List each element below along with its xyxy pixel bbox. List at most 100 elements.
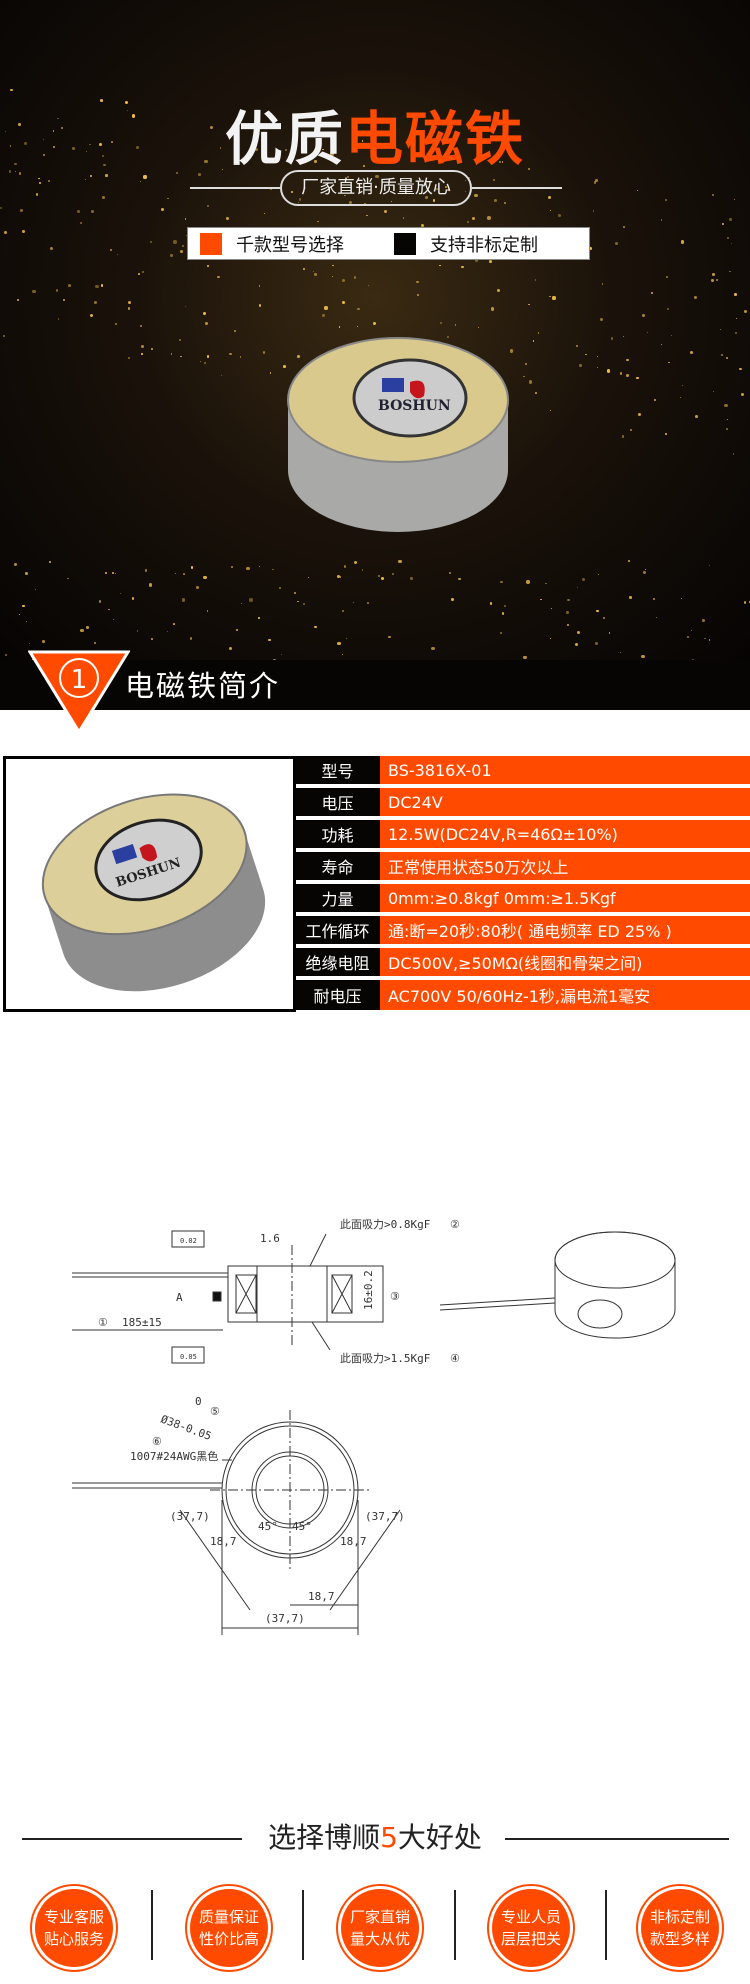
sparkle (366, 601, 370, 605)
sparkle (415, 152, 418, 155)
sparkle (90, 209, 94, 214)
sparkle (367, 284, 370, 286)
sparkle (489, 602, 493, 605)
sparkle (355, 561, 358, 564)
sparkle (52, 130, 55, 132)
advantage-badge: 质量保证性价比高 (185, 1884, 273, 1972)
section-title: 电磁铁简介 (125, 669, 281, 703)
sparkle (25, 621, 27, 623)
sparkle (575, 344, 579, 347)
sparkle (32, 289, 36, 294)
sparkle (303, 186, 306, 189)
advantage-badge: 非标定制款型多样 (636, 1884, 724, 1972)
sparkle (466, 220, 469, 223)
sparkle (477, 326, 480, 329)
sparkle (150, 347, 154, 351)
datum-label: A (176, 1291, 183, 1304)
sparkle (357, 307, 360, 311)
sparkle (141, 345, 144, 348)
sparkle (196, 585, 200, 590)
sparkle (342, 278, 346, 282)
sparkle (88, 143, 91, 146)
spec-label: 绝缘电阻 (295, 948, 380, 976)
sparkle (691, 658, 695, 660)
badge-line: 质量保证 (198, 1908, 259, 1926)
sparkle (137, 273, 140, 275)
sparkle (726, 356, 729, 359)
sparkle (589, 246, 593, 250)
sparkle (439, 322, 443, 325)
sparkle (128, 300, 132, 304)
diameter-upper: 0 (195, 1395, 202, 1408)
angle-label: 45° (292, 1520, 312, 1533)
sparkle (127, 307, 130, 310)
sparkle (343, 565, 347, 568)
advantage-badge: 厂家直销量大从优 (336, 1884, 424, 1972)
sparkle (314, 273, 318, 277)
title-prefix: 选择博顺 (268, 1821, 381, 1854)
sparkle (3, 230, 7, 234)
sparkle (623, 335, 625, 337)
feature-label: 支持非标定制 (430, 234, 538, 256)
sparkle (708, 565, 710, 567)
sparkle (660, 219, 662, 221)
sparkle (461, 266, 464, 269)
sparkle (14, 162, 17, 166)
sparkle (139, 181, 141, 183)
sparkle (690, 351, 694, 355)
sparkle (280, 653, 283, 656)
sparkle (567, 598, 571, 602)
sparkle (599, 317, 603, 322)
sparkle (704, 637, 706, 640)
sparkle (577, 586, 579, 588)
sparkle (22, 230, 25, 233)
sparkle (501, 161, 504, 163)
sparkle (504, 605, 506, 607)
sparkle (621, 435, 625, 439)
hero-title: 优质电磁铁 (0, 92, 750, 176)
spec-value: 通:断=20秒:80秒( 通电频率 ED 25% ) (380, 916, 750, 944)
sparkle (317, 221, 319, 223)
sparkle (665, 432, 668, 435)
sparkle (537, 332, 540, 334)
sparkle (269, 372, 272, 374)
sparkle (86, 626, 89, 629)
badge-line: 厂家直销 (349, 1908, 410, 1926)
sparkle (348, 201, 352, 205)
sparkle (257, 616, 260, 619)
sparkle (231, 565, 233, 568)
sparkle (57, 117, 59, 120)
sparkle (198, 173, 201, 177)
sparkle (254, 148, 258, 151)
sparkle (424, 195, 428, 199)
badge-line: 量大从优 (349, 1930, 410, 1948)
badge-line: 款型多样 (649, 1930, 710, 1948)
sparkle (628, 560, 630, 562)
sparkle (342, 301, 345, 304)
sparkle (729, 270, 731, 273)
sparkle (139, 324, 143, 328)
sparkle (5, 654, 8, 657)
sparkle (207, 204, 209, 207)
angle-label: 45° (258, 1520, 278, 1533)
sparkle (356, 325, 359, 328)
length-dim: 185±15 (122, 1316, 162, 1329)
sparkle (490, 307, 494, 311)
spec-label: 功耗 (295, 820, 380, 848)
sparkle (353, 561, 357, 565)
sparkle (549, 209, 551, 211)
sparkle (509, 349, 514, 353)
sparkle (724, 403, 728, 407)
spec-label: 耐电压 (295, 980, 380, 1010)
sparkle (500, 631, 502, 634)
sparkle (114, 572, 117, 575)
divider (454, 1890, 456, 1960)
sparkle (642, 570, 646, 574)
sparkle (637, 413, 641, 417)
sparkle (180, 250, 184, 253)
sparkle (93, 641, 96, 644)
sparkle (534, 392, 537, 395)
sparkle (545, 582, 548, 585)
